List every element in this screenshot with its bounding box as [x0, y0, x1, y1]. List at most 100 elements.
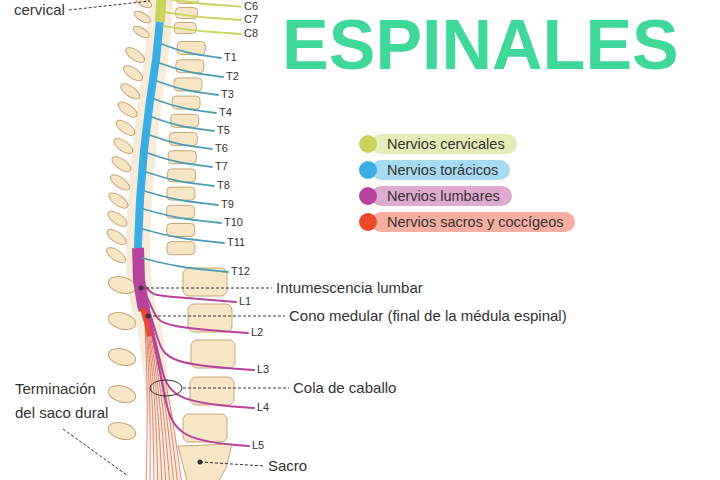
nerve-label: T4	[219, 106, 232, 119]
spinal-nerve	[144, 209, 221, 223]
cord-segment	[160, 0, 162, 22]
spinous-process	[105, 227, 129, 248]
cauda-ring	[150, 380, 182, 396]
spinal-nerve	[142, 258, 228, 272]
nerve-label: T2	[226, 70, 239, 83]
sacrum	[178, 444, 232, 480]
spinal-nerve	[146, 172, 214, 186]
spinal-nerve	[160, 63, 223, 77]
spinous-process	[114, 117, 138, 138]
nerve-label: C7	[244, 13, 258, 26]
spinal-nerve	[163, 26, 241, 34]
spinous-process	[131, 24, 151, 40]
spinal-nerve	[148, 153, 212, 167]
leader-line	[141, 288, 272, 289]
nerve-label: T3	[221, 88, 234, 101]
title: ESPINALES	[282, 10, 679, 80]
nerve-label: T8	[217, 179, 230, 192]
spinal-nerve	[150, 135, 212, 149]
legend-item: Nervios lumbares	[359, 186, 679, 206]
spinal-nerve	[144, 295, 254, 370]
nerve-label: C6	[244, 0, 258, 13]
vertebral-body	[183, 414, 227, 442]
callout-label: Intumescencia lumbar	[276, 279, 423, 297]
legend-text: Nervios sacros y coccígeos	[387, 214, 563, 230]
leader-line	[183, 388, 289, 389]
spinal-nerve	[152, 117, 214, 131]
legend-pill: Nervios cervicales	[371, 134, 517, 154]
cord-segment	[138, 248, 144, 310]
legend-pill: Nervios sacros y coccígeos	[371, 212, 575, 232]
vertebral-body	[172, 96, 200, 109]
canal-band	[138, 0, 169, 480]
nerve-label: L3	[257, 363, 269, 376]
legend-item: Nervios cervicales	[359, 134, 679, 154]
spinal-nerve	[147, 307, 249, 446]
legend-text: Nervios torácicos	[387, 162, 498, 178]
nerve-label: T6	[215, 142, 228, 155]
spinous-process	[111, 136, 135, 157]
spinous-process	[110, 154, 134, 175]
callout-label: cervical	[14, 1, 65, 19]
spinous-process	[106, 310, 137, 333]
nerve-label: T9	[221, 198, 234, 211]
spinal-nerve	[165, 0, 241, 7]
spinal-nerve	[165, 12, 241, 20]
spinous-process	[121, 63, 145, 84]
leader-line	[63, 429, 128, 476]
leader-dot	[139, 286, 144, 291]
legend-text: Nervios lumbares	[387, 188, 500, 204]
leader-line	[200, 462, 264, 466]
callout-label: Cola de caballo	[293, 379, 396, 397]
cauda-fiber	[150, 322, 174, 480]
spinal-nerve	[162, 44, 221, 58]
legend-swatch	[359, 161, 377, 179]
nerve-label: L1	[239, 295, 251, 308]
spinous-process	[123, 45, 147, 66]
spinal-nerve	[143, 289, 248, 333]
legend-swatch	[359, 135, 377, 153]
spinal-cord	[138, 0, 182, 480]
nerve-label: L5	[252, 439, 264, 452]
spinal-nerve	[154, 99, 216, 113]
spinal-nerve	[157, 81, 218, 95]
spinous-process	[133, 9, 153, 25]
nerve-label: T1	[224, 51, 237, 64]
nerve-label: T5	[217, 124, 230, 137]
vertebral-body	[176, 60, 204, 73]
callout-label: Sacro	[268, 457, 307, 475]
vertebral-body	[183, 268, 227, 296]
legend-pill: Nervios torácicos	[371, 160, 510, 180]
spinous-process	[106, 208, 130, 229]
nerve-label: T10	[224, 216, 243, 229]
callout-label: Cono medular (final de la médula espinal…	[289, 307, 567, 325]
cauda-fiber	[146, 322, 154, 480]
legend-item: Nervios torácicos	[359, 160, 679, 180]
nerve-label: T12	[231, 265, 250, 278]
leader-dot	[146, 314, 151, 319]
spinous-processes	[104, 0, 153, 442]
vertebral-body	[191, 340, 235, 368]
legend-item: Nervios sacros y coccígeos	[359, 212, 679, 232]
legend-pill: Nervios lumbares	[371, 186, 512, 206]
nerve-label: L2	[251, 326, 263, 339]
spinal-nerve	[143, 229, 224, 243]
spinal-nerve	[145, 191, 218, 205]
nerves	[142, 0, 254, 446]
spinal-canal	[138, 0, 169, 480]
spinous-process	[107, 190, 131, 211]
spinous-process	[108, 172, 132, 193]
spinal-nerve	[142, 283, 236, 302]
vertebral-body	[167, 224, 195, 237]
leader-dot	[198, 460, 203, 465]
nerve-label: T11	[227, 236, 245, 249]
leader-line	[148, 316, 285, 317]
nerve-label: C8	[244, 27, 258, 40]
spinous-process	[106, 420, 137, 443]
spinous-process	[104, 245, 128, 266]
spinal-nerve	[145, 301, 254, 408]
legend-swatch	[359, 213, 377, 231]
nerve-label: T7	[215, 160, 228, 173]
spinous-process	[118, 81, 142, 102]
